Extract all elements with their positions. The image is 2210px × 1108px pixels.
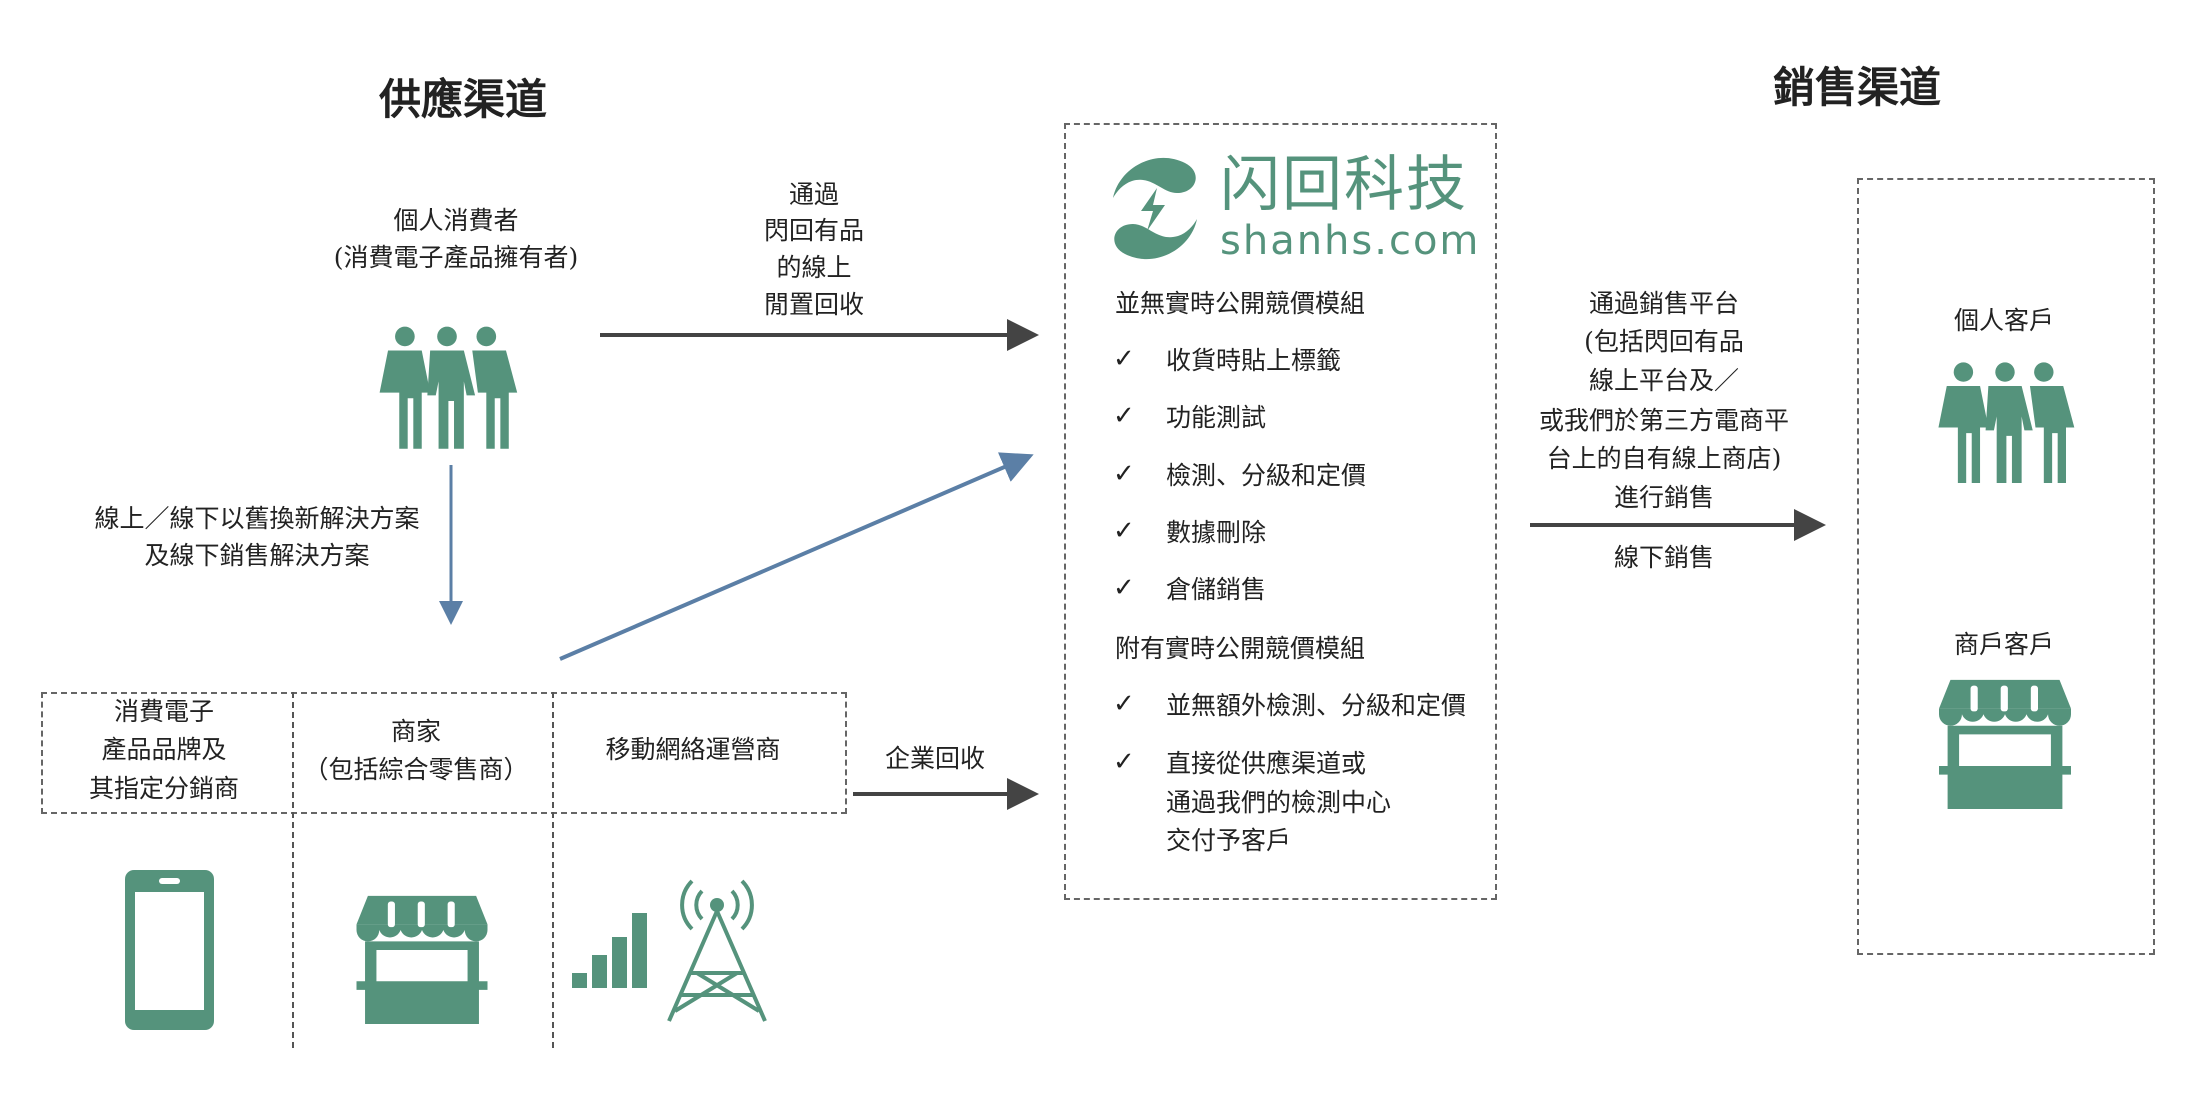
supply-channel-title: 供應渠道 [378,75,548,124]
module-item: 倉儲銷售 [1166,575,1267,604]
sales-online-line: 進行銷售 [1613,483,1715,512]
online-recycle-line: 閒置回收 [763,290,865,319]
logo-domain: shanhs.com [1220,218,1481,264]
sales-offline-label: 線下銷售 [1613,543,1715,572]
check-icon: ✓ [1113,689,1135,719]
suppliers-box [41,692,847,814]
sales-online-line: 線上平台及／ [1588,366,1740,395]
sales-online-line: 或我們於第三方電商平 [1538,406,1790,435]
module-item: 功能測試 [1166,403,1267,432]
shanhs-logo-icon [1113,157,1197,260]
check-icon: ✓ [1113,573,1135,603]
online-recycle-line: 的線上 [776,253,852,282]
divider [292,692,294,1048]
smartphone-icon [125,870,214,1030]
divider [552,692,554,1048]
no-auction-header: 並無實時公開競價模組 [1115,289,1366,318]
signal-tower-icon [572,879,767,1022]
module-item: 檢測、分級和定價 [1166,461,1367,490]
check-icon: ✓ [1113,516,1135,546]
enterprise-recycle-label: 企業回收 [884,744,986,773]
online-recycle-line: 通過 [788,180,840,209]
sales-online-line: (包括閃回有品 [1584,327,1744,356]
supplier-to-platform-arrow [559,452,1034,661]
supplier-merchant-label: 商家 [390,717,442,746]
module-item: 並無額外檢測、分級和定價 [1166,691,1467,720]
store-icon [356,893,488,1024]
supplier-brand-label: 消費電子 [113,697,215,726]
auction-header: 附有實時公開競價模組 [1115,634,1366,663]
sales-channel-title: 銷售渠道 [1772,63,1942,112]
check-icon: ✓ [1113,747,1135,777]
merchant-customer-label: 商戶客戶 [1953,630,2055,659]
supplier-merchant-label: （包括綜合零售商） [303,755,529,784]
sales-online-line: 台上的自有線上商店) [1546,444,1782,473]
check-icon: ✓ [1113,401,1135,431]
logo-chinese-name: 闪回科技 [1220,150,1468,220]
supplier-brand-label: 其指定分銷商 [88,774,240,803]
trade-in-label: 線上／線下以舊換新解決方案 [94,504,420,533]
people-icon [1932,361,2078,483]
consumer-label: 個人消費者 [393,206,519,235]
platform-box [1064,123,1497,900]
individual-customer-label: 個人客戶 [1953,306,2055,335]
module-item: 收貨時貼上標籤 [1166,346,1342,375]
trade-in-label: 及線下銷售解決方案 [144,541,370,570]
consumer-sublabel: (消費電子產品擁有者) [333,243,579,272]
module-item: 交付予客戶 [1166,826,1292,855]
supplier-brand-label: 產品品牌及 [101,735,227,764]
online-recycle-line: 閃回有品 [763,216,865,245]
sales-online-line: 通過銷售平台 [1588,289,1740,318]
module-item: 直接從供應渠道或 [1166,749,1367,778]
check-icon: ✓ [1113,459,1135,489]
supplier-operator-label: 移動網絡運營商 [605,735,781,764]
customers-box [1857,178,2155,955]
module-item: 數據刪除 [1166,518,1267,547]
check-icon: ✓ [1113,344,1135,374]
module-item: 通過我們的檢測中心 [1166,788,1392,817]
store-icon [1939,677,2071,809]
